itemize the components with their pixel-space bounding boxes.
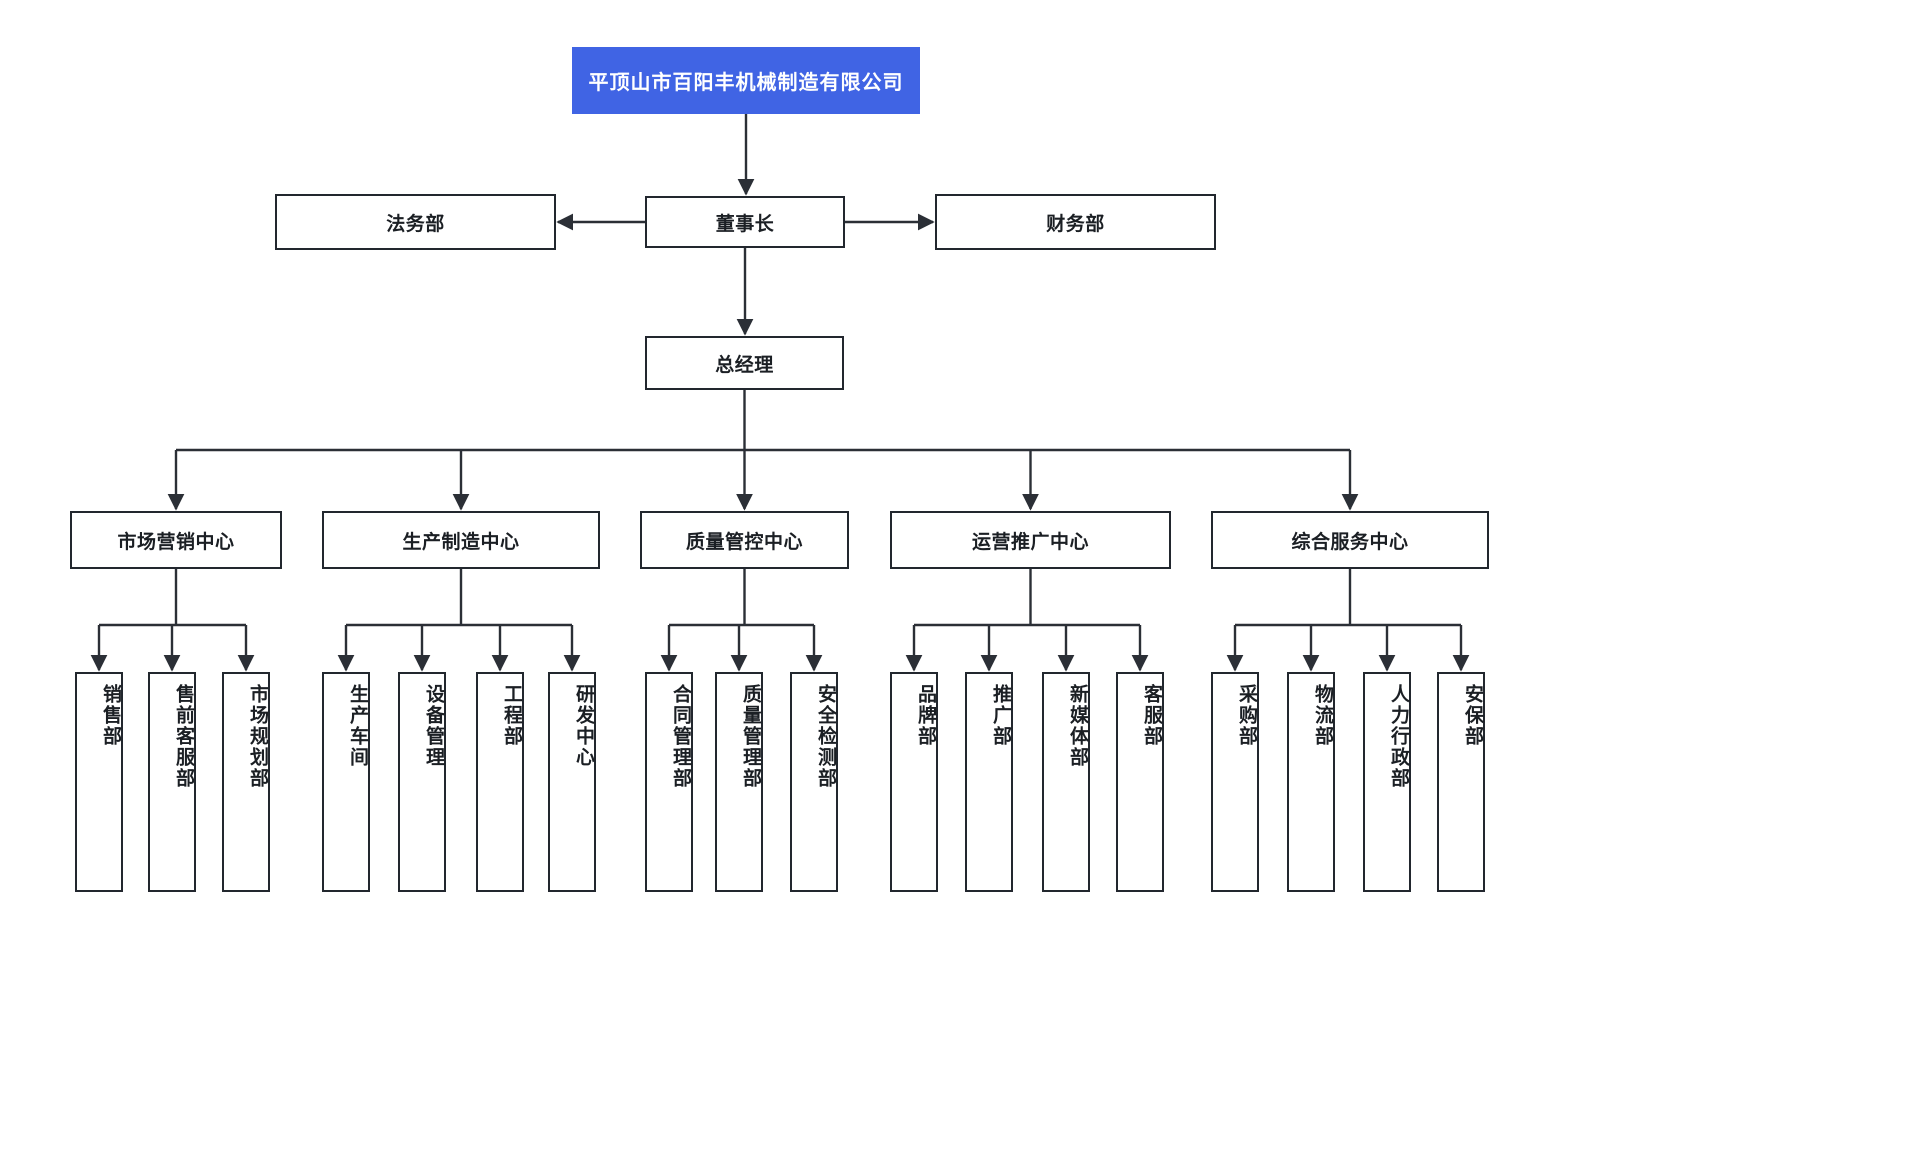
leaf-label: 工程部: [501, 684, 522, 747]
department-node-3-0: 品牌部: [890, 672, 938, 892]
company-root-node: 平顶山市百阳丰机械制造有限公司: [572, 47, 920, 114]
leaf-label: 人力行政部: [1388, 684, 1409, 789]
department-node-3-3: 客服部: [1116, 672, 1164, 892]
center-node-1: 生产制造中心: [322, 511, 600, 569]
leaf-label: 客服部: [1141, 684, 1162, 747]
department-node-2-2: 安全检测部: [790, 672, 838, 892]
leaf-label: 采购部: [1236, 684, 1257, 747]
department-node-0-0: 销售部: [75, 672, 123, 892]
leaf-label: 新媒体部: [1067, 684, 1088, 768]
department-node-3-1: 推广部: [965, 672, 1013, 892]
leaf-label: 设备管理: [423, 684, 444, 768]
department-node-4-1: 物流部: [1287, 672, 1335, 892]
department-node-4-3: 安保部: [1437, 672, 1485, 892]
department-node-2-1: 质量管理部: [715, 672, 763, 892]
center-node-0: 市场营销中心: [70, 511, 282, 569]
department-node-4-2: 人力行政部: [1363, 672, 1411, 892]
leaf-label: 合同管理部: [670, 684, 691, 789]
department-node-1-0: 生产车间: [322, 672, 370, 892]
leaf-label: 售前客服部: [173, 684, 194, 789]
leaf-label: 质量管理部: [740, 684, 761, 789]
department-node-4-0: 采购部: [1211, 672, 1259, 892]
leaf-label: 品牌部: [915, 684, 936, 747]
department-node-1-1: 设备管理: [398, 672, 446, 892]
finance-department-node: 财务部: [935, 194, 1216, 250]
department-node-1-3: 研发中心: [548, 672, 596, 892]
center-node-3: 运营推广中心: [890, 511, 1171, 569]
general-manager-node: 总经理: [645, 336, 844, 390]
leaf-label: 市场规划部: [247, 684, 268, 789]
leaf-label: 物流部: [1312, 684, 1333, 747]
chairman-node: 董事长: [645, 196, 845, 248]
leaf-label: 安保部: [1462, 684, 1483, 747]
legal-department-node: 法务部: [275, 194, 556, 250]
department-node-0-1: 售前客服部: [148, 672, 196, 892]
leaf-label: 研发中心: [573, 684, 594, 768]
leaf-label: 安全检测部: [815, 684, 836, 789]
department-node-3-2: 新媒体部: [1042, 672, 1090, 892]
department-node-0-2: 市场规划部: [222, 672, 270, 892]
leaf-label: 生产车间: [347, 684, 368, 768]
department-node-2-0: 合同管理部: [645, 672, 693, 892]
center-node-4: 综合服务中心: [1211, 511, 1489, 569]
department-node-1-2: 工程部: [476, 672, 524, 892]
leaf-label: 推广部: [990, 684, 1011, 747]
leaf-label: 销售部: [100, 684, 121, 747]
center-node-2: 质量管控中心: [640, 511, 849, 569]
